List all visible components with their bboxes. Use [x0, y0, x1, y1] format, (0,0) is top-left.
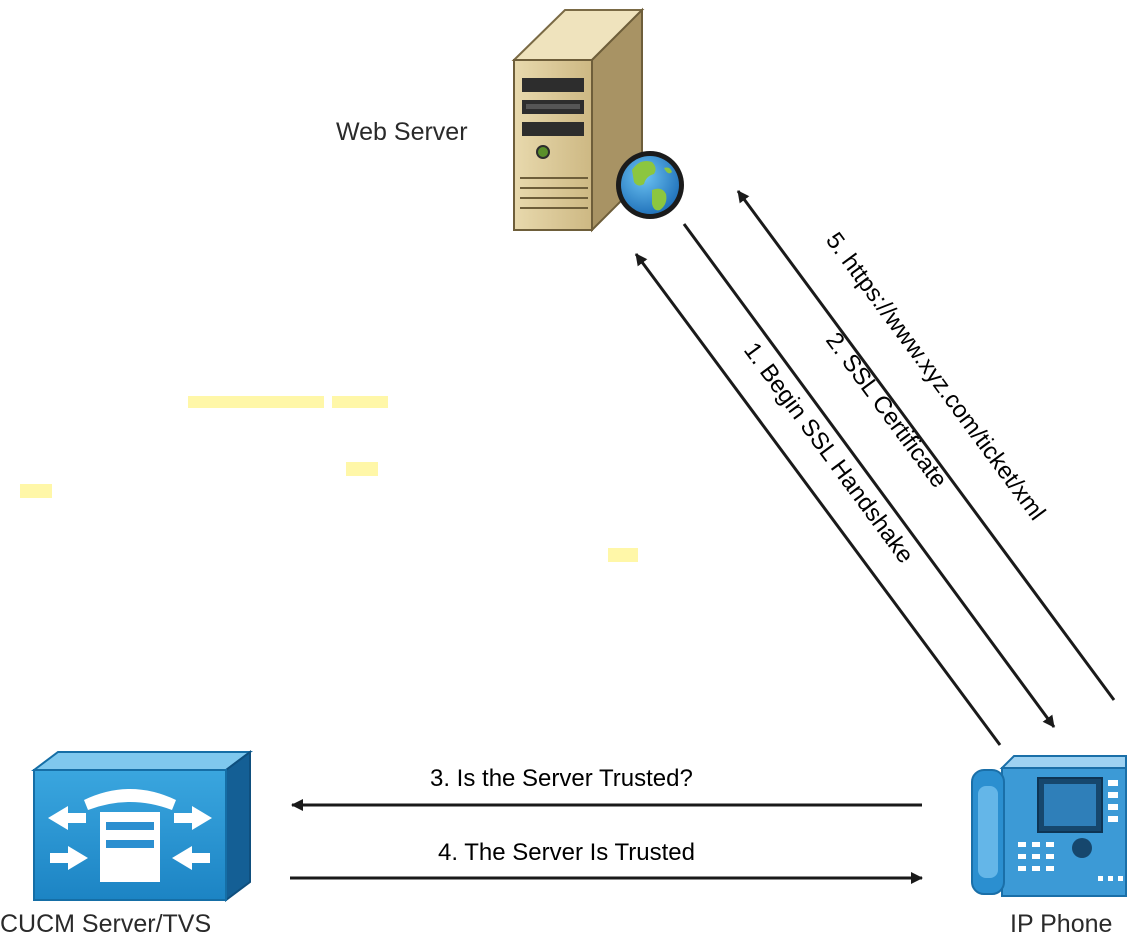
cucm-label: CUCM Server/TVS	[0, 910, 212, 938]
ip-phone-icon	[971, 755, 1127, 897]
cucm-switch-icon	[31, 750, 253, 902]
web-server-label: Web Server	[336, 118, 468, 146]
label-step4: 4. The Server Is Trusted	[438, 839, 695, 866]
label-step3: 3. Is the Server Trusted?	[430, 765, 693, 792]
arrow-step5	[736, 190, 1116, 701]
label-step1: 1. Begin SSL Handshake	[738, 338, 919, 569]
server-tower-icon	[511, 7, 645, 233]
arrow-step1	[634, 253, 1002, 746]
highlight-marks	[20, 396, 638, 562]
globe-icon	[616, 151, 684, 219]
ip-phone-label: IP Phone	[1010, 910, 1113, 938]
arrow-step2	[682, 223, 1056, 728]
